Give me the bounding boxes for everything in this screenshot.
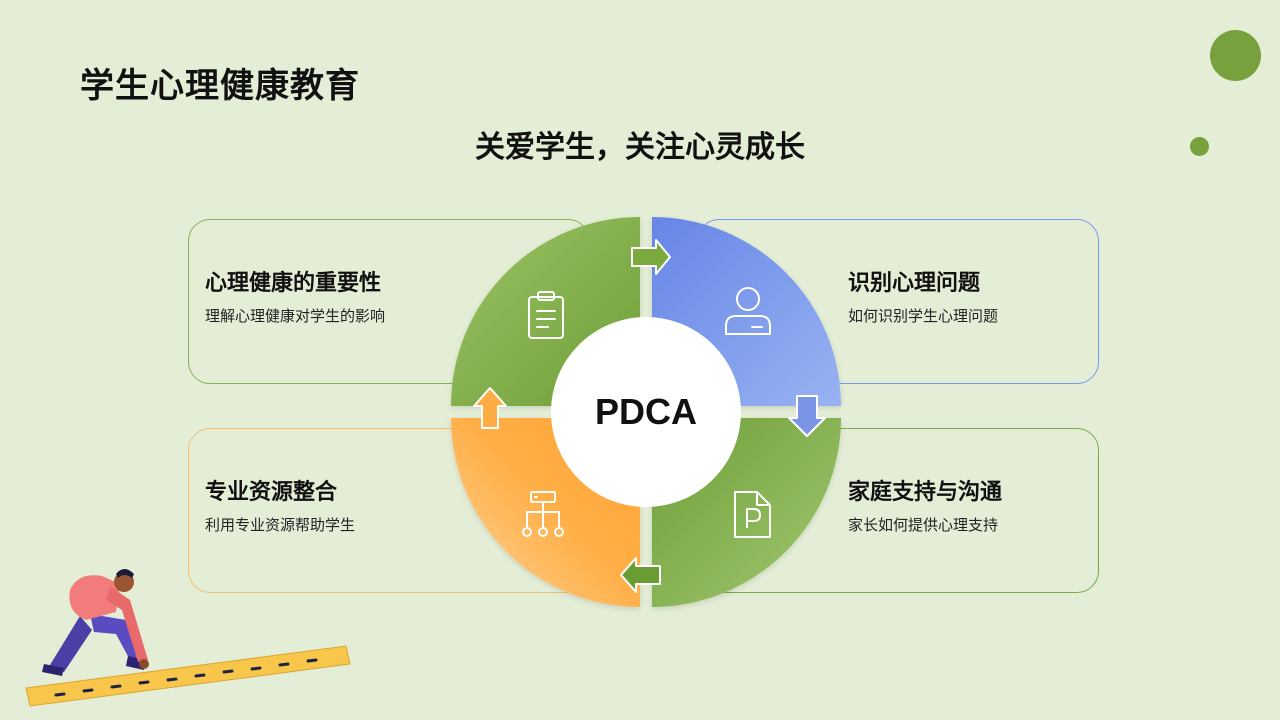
card-desc-family: 家长如何提供心理支持 [848,516,999,534]
card-desc-importance: 理解心理健康对学生的影响 [205,307,386,325]
card-desc-resources: 利用专业资源帮助学生 [205,516,356,534]
card-title-identify: 识别心理问题 [848,271,981,296]
decorative-circle-small [1190,137,1209,156]
pdca-wheel [451,217,841,607]
hierarchy-icon [522,491,564,537]
user-icon [725,287,771,335]
ruler-icon [25,645,351,707]
card-title-family: 家庭支持与沟通 [848,480,1003,505]
arrow-left-icon [620,557,661,593]
arrow-right-icon [631,239,671,275]
document-p-icon [734,491,771,538]
card-desc-identify: 如何识别学生心理问题 [848,307,999,325]
decorative-circle-large [1210,30,1261,81]
page-title: 学生心理健康教育 [80,66,360,106]
arrow-up-icon [473,387,507,429]
center-circle [551,317,741,507]
card-title-resources: 专业资源整合 [205,480,338,505]
pdca-label: PDCA [594,391,697,432]
person-figure [42,569,149,676]
runner-illustration [25,569,351,707]
clipboard-icon [528,291,564,339]
card-title-importance: 心理健康的重要性 [205,271,382,296]
page-subtitle: 关爱学生，关注心灵成长 [475,130,805,165]
arrow-down-icon [788,395,826,437]
